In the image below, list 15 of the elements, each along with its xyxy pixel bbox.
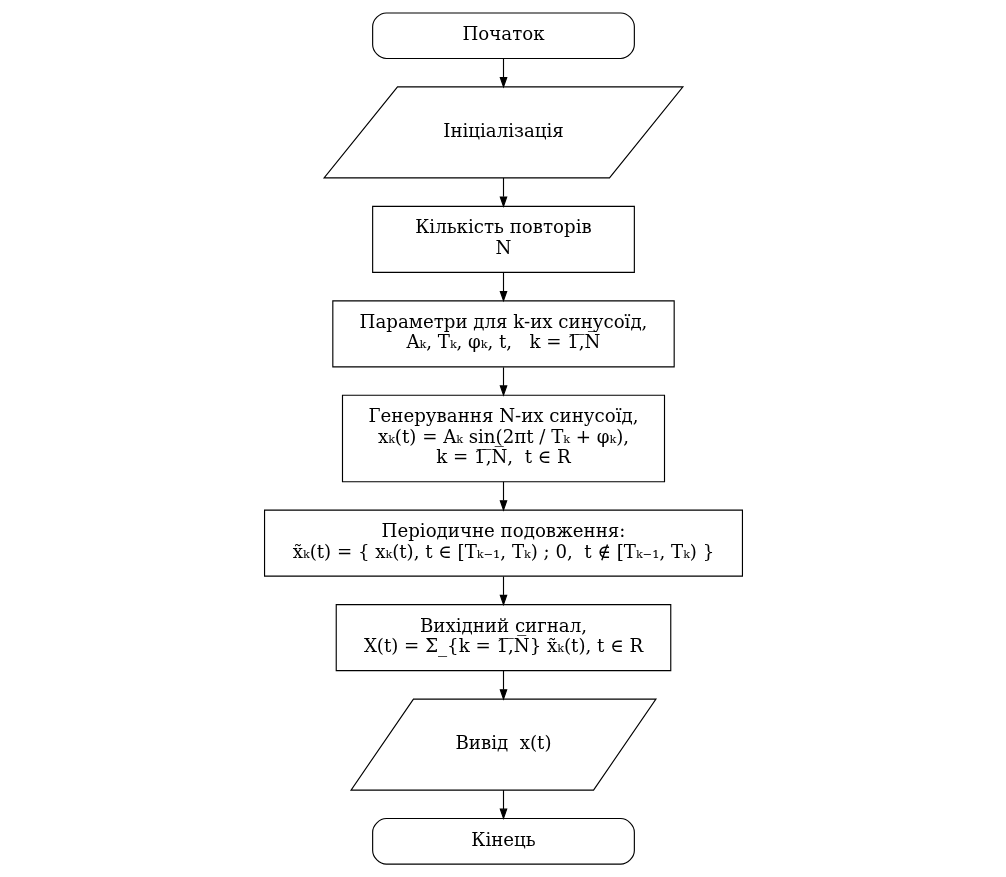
node-box: Генерування N-их синусоїд, xₖ(t) = Aₖ sin(2πt / Tₖ + φₖ), k = 1̅,̅N̅, t ∈ R — [341, 394, 665, 483]
arrow — [499, 177, 507, 208]
node-box: Кінець — [371, 817, 635, 865]
node-box: Вихідний сигнал, X(t) = Σ_{k = 1̅,̅N̅} x̃ₖ(t), t ∈ R — [335, 604, 671, 672]
node-box: Параметри для k-их синусоїд, Aₖ, Tₖ, φₖ, t, k = 1̅,̅N̅ — [331, 300, 675, 368]
arrow — [499, 481, 507, 512]
arrow — [499, 272, 507, 303]
node-box: Періодичне подовження: x̃ₖ(t) = { xₖ(t), t ∈ [Tₖ₋₁, Tₖ) ; 0, t ∉ [Tₖ₋₁, Tₖ) } — [263, 509, 743, 577]
node-box: Початок — [371, 12, 635, 60]
node-box: Кількість повторів N — [371, 205, 635, 273]
arrow — [499, 789, 507, 820]
arrow — [499, 670, 507, 701]
arrow — [499, 366, 507, 397]
arrow — [499, 58, 507, 89]
arrow — [499, 576, 507, 607]
